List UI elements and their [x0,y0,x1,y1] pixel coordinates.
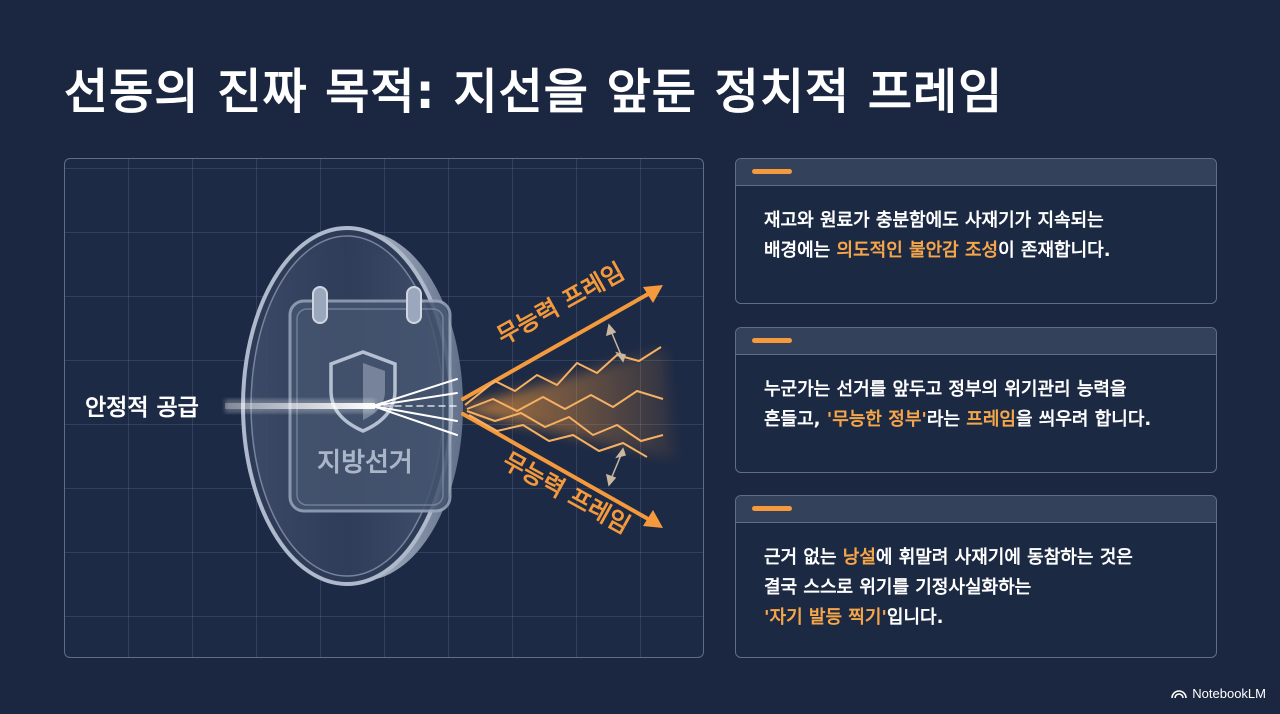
card-highlight: '무능한 정부' [826,409,927,430]
gap-arrow-upper [605,323,626,363]
lower-frame-label: 무능력 프레임 [498,447,635,540]
card-text: 흔들고, [764,409,827,430]
brand-watermark: NotebookLM [1171,686,1266,701]
card-body: 누군가는 선거를 앞두고 정부의 위기관리 능력을 흔들고, '무능한 정부'라… [736,355,1216,435]
card-highlight: 의도적인 불안감 조성 [836,240,999,261]
page-title: 선동의 진짜 목적: 지선을 앞둔 정치적 프레임 [64,64,1004,120]
card-body: 재고와 원료가 충분함에도 사재기가 지속되는 배경에는 의도적인 불안감 조성… [736,186,1216,266]
gap-arrow-lower [605,447,626,487]
card-header [736,328,1216,355]
lens-diagram: 지방선거 안정적 공급 [85,226,675,586]
card-text: 에 휘말려 사재기에 동참하는 것은 [875,547,1133,568]
split-rays [372,378,458,436]
distortion-lines [464,346,664,458]
info-card-2: 누군가는 선거를 앞두고 정부의 위기관리 능력을 흔들고, '무능한 정부'라… [735,327,1217,473]
info-card-1: 재고와 원료가 충분함에도 사재기가 지속되는 배경에는 의도적인 불안감 조성… [735,158,1217,304]
diagram-panel: 지방선거 안정적 공급 [64,158,704,658]
notebooklm-logo-icon [1171,689,1188,698]
accent-bar [752,338,792,343]
input-label: 안정적 공급 [85,395,199,421]
card-highlight: 프레임 [966,409,1016,430]
lower-frame-arrow [461,412,663,528]
card-text: 라는 [926,409,967,430]
card-body: 근거 없는 낭설에 휘말려 사재기에 동참하는 것은 결국 스스로 위기를 기정… [736,523,1216,633]
info-card-3: 근거 없는 낭설에 휘말려 사재기에 동참하는 것은 결국 스스로 위기를 기정… [735,495,1217,658]
card-highlight: '자기 발등 찍기' [764,607,887,628]
accent-bar [752,506,792,511]
card-text: 배경에는 [764,240,837,261]
distortion-glow [465,349,675,459]
card-header [736,159,1216,186]
card-text: 재고와 원료가 충분함에도 사재기가 지속되는 [764,210,1104,231]
upper-frame-label: 무능력 프레임 [492,257,629,350]
card-text: 결국 스스로 위기를 기정사실화하는 [764,577,1032,598]
accent-bar [752,169,792,174]
brand-label: NotebookLM [1192,686,1266,701]
card-text: 을 씌우려 합니다. [1015,409,1152,430]
card-header [736,496,1216,523]
card-text: 누군가는 선거를 앞두고 정부의 위기관리 능력을 [764,379,1127,400]
lens-label: 지방선거 [317,448,413,478]
card-text: 입니다. [886,607,944,628]
card-highlight: 낭설 [842,547,876,568]
card-text: 근거 없는 [764,547,843,568]
card-text: 이 존재합니다. [998,240,1111,261]
